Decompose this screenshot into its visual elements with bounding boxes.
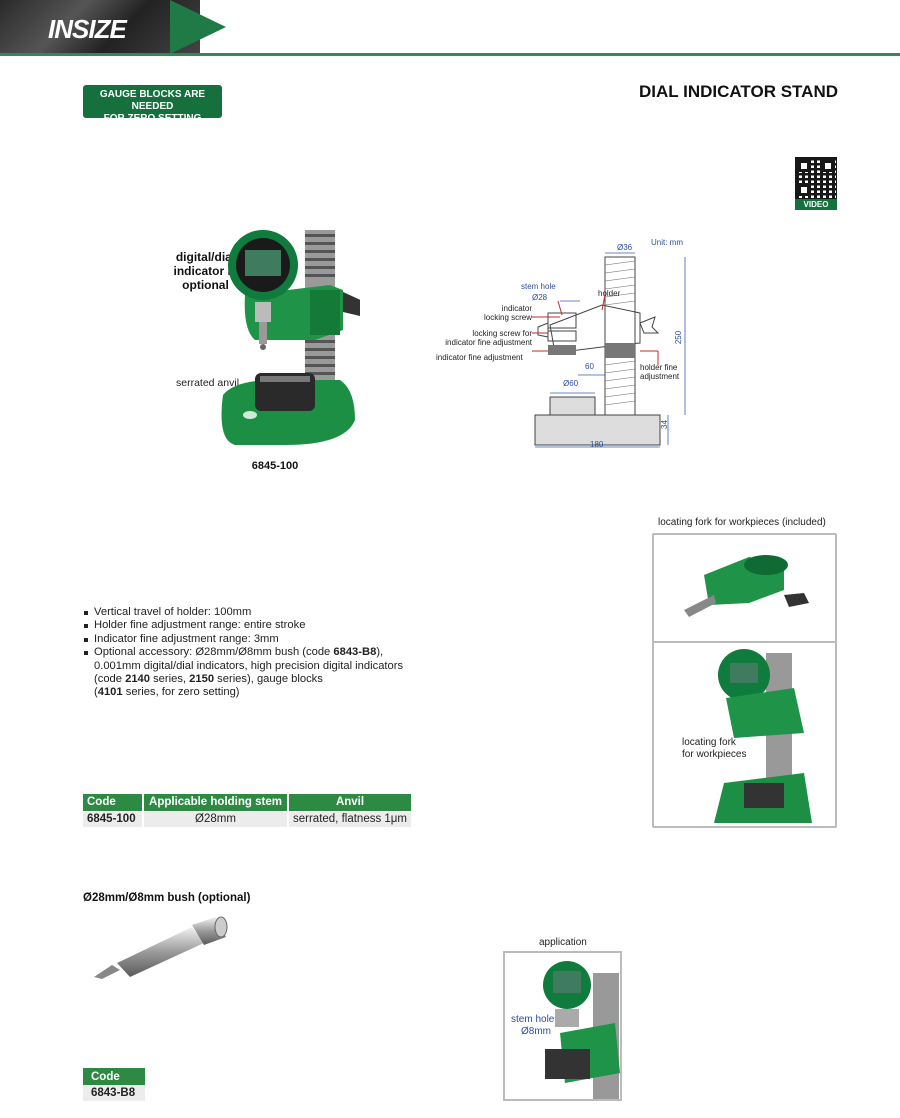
brand-logo[interactable]: INSIZE [48,14,127,44]
indicator-fine-adjustment-label: indicator fine adjustment [436,353,523,362]
holder-label: holder [598,289,621,298]
bush-code-value: 6843-B8 [83,1085,145,1101]
bush-title: Ø28mm/Ø8mm bush (optional) [83,892,251,904]
bush-code-header: Code [83,1068,145,1085]
fork-label: locating fork for workpieces [682,737,747,760]
technical-drawing [532,252,686,448]
application-stem-label: stem hole Ø8mm [511,1014,555,1037]
stem-hole-label: stem hole [521,282,556,291]
serrated-anvil-label: serrated anvil [176,377,240,389]
fork-title: locating fork for workpieces (included) [658,517,826,528]
dim-anvil-diameter: Ø60 [563,379,579,388]
spec-header-anvil: Anvil [288,794,413,811]
fork-in-use-image [714,649,812,823]
holder-fine-adjustment-label: holder fine adjustment [640,363,680,381]
header-banner-image [0,0,200,54]
spec-header-stem: Applicable holding stem [143,794,289,811]
video-label: VIDEO [795,199,837,210]
page-header: INSIZE [0,0,900,56]
product-model: 6845-100 [251,460,299,472]
header-rule [0,53,900,56]
bush-code-table: Code 6843-B8 [83,1068,145,1101]
application-image [543,961,620,1099]
header-chevron [170,0,226,54]
unit-note: Unit: mm [651,238,683,247]
feature-list: Vertical travel of holder: 100mm Holder … [84,606,444,700]
badge-line-2: FOR ZERO SETTING [103,113,202,124]
feature-item: Indicator fine adjustment range: 3mm [84,633,444,646]
page-title: DIAL INDICATOR STAND [639,82,838,101]
zero-setting-badge: GAUGE BLOCKS ARE NEEDED FOR ZERO SETTING [83,85,222,124]
table-row: 6843-B8 [83,1085,145,1101]
stem-hole-diameter: Ø28 [532,293,548,302]
fork-divider [654,641,835,643]
indicator-locking-screw-label: indicator locking screw [483,304,532,322]
video-qr-code[interactable]: VIDEO [795,157,837,210]
spec-table: Code Applicable holding stem Anvil 6845-… [83,794,413,827]
application-title: application [539,937,587,948]
spec-cell-anvil: serrated, flatness 1μm [288,810,413,827]
badge-line-1: GAUGE BLOCKS ARE NEEDED [99,89,206,112]
dim-column-diameter: Ø36 [617,243,633,252]
fork-image-box: locating fork for workpieces [652,533,837,828]
dim-reach: 60 [585,362,594,371]
dial-indicator-stand-image [221,230,360,445]
locking-screw-fine-label: locking screw for indicator fine adjustm… [445,329,532,347]
optional-indicator-note: digital/dial indicator is optional [173,250,238,292]
dim-base-height: 34 [659,420,669,429]
qr-code-icon [795,157,837,199]
feature-item: Holder fine adjustment range: entire str… [84,619,444,632]
application-image-box: stem hole Ø8mm [503,951,622,1101]
locating-fork-image [684,555,809,617]
spec-header-code: Code [83,794,144,811]
bush-image [94,916,228,979]
dim-height: 250 [674,330,684,345]
dim-base-width: 180 [590,440,604,449]
feature-item: Vertical travel of holder: 100mm [84,606,444,619]
table-row: 6845-100 Ø28mm serrated, flatness 1μm [83,810,413,827]
spec-cell-code: 6845-100 [83,810,144,827]
feature-item-accessory: Optional accessory: Ø28mm/Ø8mm bush (cod… [84,646,444,700]
spec-cell-stem: Ø28mm [143,810,289,827]
